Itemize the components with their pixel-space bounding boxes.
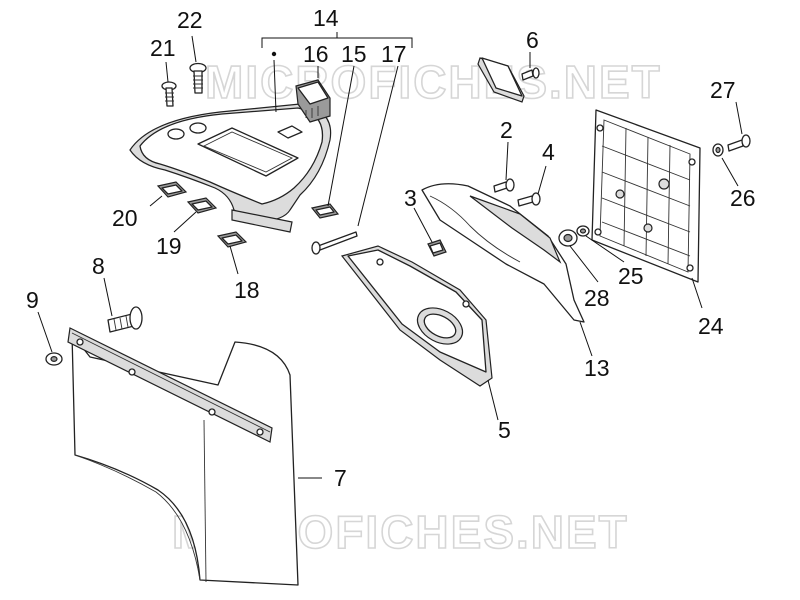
part-tray-14 — [129, 103, 332, 233]
part-screw-22 — [189, 62, 207, 94]
callout-17: 17 — [381, 41, 407, 67]
part-mudflap-bracket — [67, 327, 273, 443]
part-washer-26 — [712, 143, 724, 157]
callout-22: 22 — [177, 7, 203, 33]
callout-4: 4 — [542, 139, 555, 165]
callout-27: 27 — [710, 77, 736, 103]
callout-19: 19 — [156, 233, 182, 259]
part-plate-frame-24 — [591, 109, 701, 283]
callout-21: 21 — [150, 35, 176, 61]
part-screw-2 — [493, 178, 515, 193]
part-screw-21 — [161, 81, 177, 107]
part-washer-9 — [45, 352, 63, 366]
part-clip-16 — [295, 79, 331, 123]
callout-3: 3 — [404, 185, 417, 211]
part-mudflap — [71, 333, 299, 586]
part-cover-13 — [421, 183, 585, 323]
callout-25: 25 — [618, 263, 644, 289]
watermark-top: MICROFICHES.NET — [205, 56, 662, 108]
part-nut-28 — [558, 229, 578, 247]
leader-lines — [37, 32, 743, 479]
callout-5: 5 — [498, 417, 511, 443]
callout-2: 2 — [500, 117, 513, 143]
callout-26: 26 — [730, 185, 756, 211]
callout-labels: 14 16 15 17 22 21 20 19 18 8 9 7 6 2 4 3… — [26, 5, 756, 491]
part-clip-19 — [186, 197, 218, 214]
callout-8: 8 — [92, 253, 105, 279]
part-screw-27 — [727, 134, 751, 152]
callout-7: 7 — [334, 465, 347, 491]
part-clip-20 — [156, 181, 188, 198]
callout-6: 6 — [526, 27, 539, 53]
part-reflector-6 — [477, 57, 525, 103]
part-screw-6 — [521, 67, 540, 81]
callout-13: 13 — [584, 355, 610, 381]
part-panel-5 — [340, 245, 493, 387]
part-clip-18 — [216, 231, 248, 248]
bullet-dot — [271, 51, 277, 57]
callout-18: 18 — [234, 277, 260, 303]
part-bolt-8 — [107, 306, 143, 333]
part-screw-4 — [517, 192, 541, 207]
callout-24: 24 — [698, 313, 724, 339]
callout-15: 15 — [341, 41, 367, 67]
part-washer-25 — [576, 225, 590, 237]
callout-14: 14 — [313, 5, 339, 31]
callout-16: 16 — [303, 41, 329, 67]
part-rivet-17 — [311, 231, 358, 255]
part-clip-15 — [310, 203, 340, 219]
callout-28: 28 — [584, 285, 610, 311]
callout-20: 20 — [112, 205, 138, 231]
part-nut-3 — [427, 239, 447, 257]
callout-9: 9 — [26, 287, 39, 313]
